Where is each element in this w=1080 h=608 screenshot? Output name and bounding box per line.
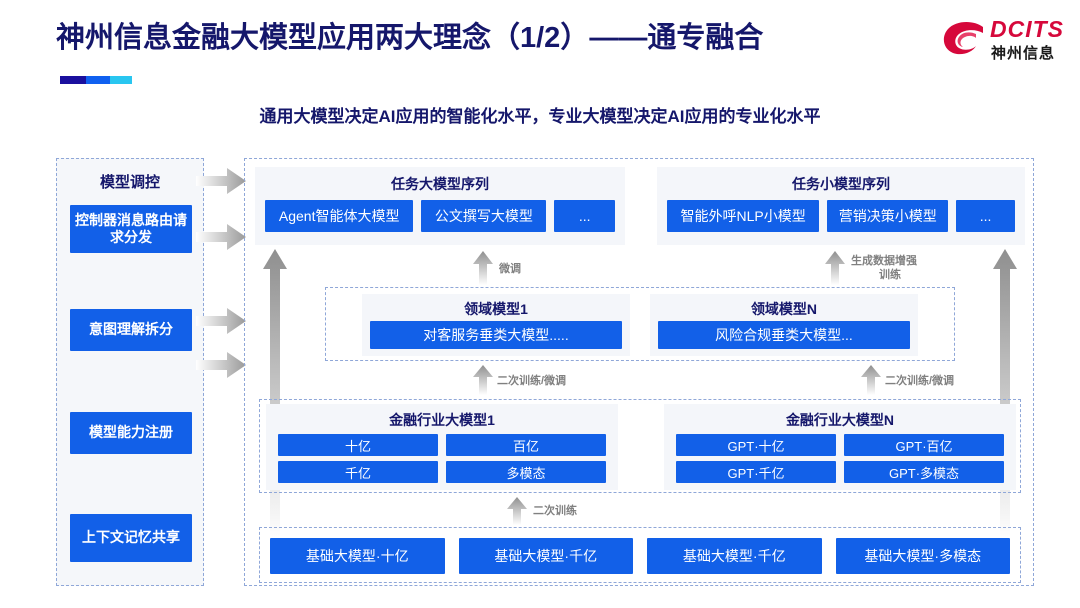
base-model-container: 基础大模型·十亿 基础大模型·千亿 基础大模型·千亿 基础大模型·多模态 bbox=[259, 527, 1021, 583]
chip-indn-gpt-ten-billion[interactable]: GPT·百亿 bbox=[844, 434, 1004, 456]
chip-risk-compliance-vertical-model[interactable]: 风险合规垂类大模型... bbox=[658, 321, 910, 349]
arrow-up-icon-far-right bbox=[993, 249, 1017, 541]
arrow-right-icon-2 bbox=[196, 224, 246, 250]
accent-bar bbox=[60, 76, 132, 84]
task-small-model-chip-row: 智能外呼NLP小模型 营销决策小模型 ... bbox=[657, 194, 1025, 240]
domain-model-1-group: 领域模型1 对客服务垂类大模型..... bbox=[362, 294, 630, 356]
industry-model-n-chip-grid: GPT·十亿 GPT·百亿 GPT·千亿 GPT·多模态 bbox=[664, 430, 1016, 483]
page-header: 神州信息金融大模型应用两大理念（1/2）——通专融合 DCITS 神州信息 通用… bbox=[0, 0, 1080, 126]
chip-ind1-multimodal[interactable]: 多模态 bbox=[446, 461, 606, 483]
industry-model-container: 金融行业大模型1 十亿 百亿 千亿 多模态 金融行业大模型N GPT·十亿 GP… bbox=[259, 399, 1021, 493]
domain-model-container: 领域模型1 对客服务垂类大模型..... 领域模型N 风险合规垂类大模型... bbox=[325, 287, 955, 361]
chip-ind1-ten-billion[interactable]: 百亿 bbox=[446, 434, 606, 456]
chip-outbound-nlp-model[interactable]: 智能外呼NLP小模型 bbox=[667, 200, 820, 232]
accent-segment-1 bbox=[60, 76, 86, 84]
domain-model-n-title: 领域模型N bbox=[750, 301, 818, 317]
page-subtitle: 通用大模型决定AI应用的智能化水平，专业大模型决定AI应用的专业化水平 bbox=[259, 107, 821, 126]
task-small-model-group: 任务小模型序列 智能外呼NLP小模型 营销决策小模型 ... bbox=[657, 167, 1025, 245]
arrow-right-icon-4 bbox=[196, 352, 246, 378]
page-title: 神州信息金融大模型应用两大理念（1/2）——通专融合 bbox=[56, 22, 764, 54]
accent-segment-3 bbox=[110, 76, 132, 84]
sidebar-item-capability-registry[interactable]: 模型能力注册 bbox=[70, 412, 192, 454]
arrow-label-retrain-finetune-right: 二次训练/微调 bbox=[885, 375, 955, 387]
industry-model-n-group: 金融行业大模型N GPT·十亿 GPT·百亿 GPT·千亿 GPT·多模态 bbox=[664, 404, 1016, 490]
chip-customer-service-vertical-model[interactable]: 对客服务垂类大模型..... bbox=[370, 321, 622, 349]
sidebar-item-intent-parsing[interactable]: 意图理解拆分 bbox=[70, 309, 192, 351]
chip-task-small-more[interactable]: ... bbox=[956, 200, 1015, 232]
chip-indn-gpt-billion[interactable]: GPT·十亿 bbox=[676, 434, 836, 456]
task-large-model-chip-row: Agent智能体大模型 公文撰写大模型 ... bbox=[255, 194, 625, 240]
chip-indn-gpt-multimodal[interactable]: GPT·多模态 bbox=[844, 461, 1004, 483]
arrow-up-icon-retrain-center bbox=[507, 497, 527, 525]
chip-base-billion[interactable]: 基础大模型·十亿 bbox=[270, 538, 445, 574]
main-architecture-pane: 任务大模型序列 Agent智能体大模型 公文撰写大模型 ... 任务小模型序列 … bbox=[244, 158, 1034, 586]
arrow-label-gen-data-aug-line1: 生成数据增强 bbox=[851, 255, 917, 267]
chip-document-writing-model[interactable]: 公文撰写大模型 bbox=[421, 200, 547, 232]
industry-model-1-chip-grid: 十亿 百亿 千亿 多模态 bbox=[266, 430, 618, 483]
arrow-up-icon-far-left bbox=[263, 249, 287, 541]
accent-segment-2 bbox=[86, 76, 110, 84]
arrow-right-icon-3 bbox=[196, 308, 246, 334]
arrow-right-icon-1 bbox=[196, 168, 246, 194]
chip-ind1-billion[interactable]: 十亿 bbox=[278, 434, 438, 456]
chip-base-multimodal[interactable]: 基础大模型·多模态 bbox=[835, 538, 1010, 574]
industry-model-1-group: 金融行业大模型1 十亿 百亿 千亿 多模态 bbox=[266, 404, 618, 490]
chip-indn-gpt-trillion[interactable]: GPT·千亿 bbox=[676, 461, 836, 483]
task-large-model-title: 任务大模型序列 bbox=[391, 176, 489, 192]
domain-model-1-title: 领域模型1 bbox=[464, 301, 528, 317]
logo-text-en: DCITS bbox=[990, 16, 1064, 42]
arrow-label-gen-data-aug-line2: 训练 bbox=[879, 269, 901, 281]
chip-base-trillion-1[interactable]: 基础大模型·千亿 bbox=[458, 538, 633, 574]
chip-ind1-trillion[interactable]: 千亿 bbox=[278, 461, 438, 483]
arrow-up-icon-retrain-right bbox=[861, 365, 881, 395]
arrow-label-retrain-finetune-left: 二次训练/微调 bbox=[497, 375, 567, 387]
industry-model-n-title: 金融行业大模型N bbox=[785, 412, 895, 428]
task-small-model-title: 任务小模型序列 bbox=[792, 176, 890, 192]
company-logo: DCITS 神州信息 bbox=[942, 16, 1072, 68]
task-large-model-group: 任务大模型序列 Agent智能体大模型 公文撰写大模型 ... bbox=[255, 167, 625, 245]
logo-text-cn: 神州信息 bbox=[991, 45, 1056, 62]
arrow-up-icon-finetune-left bbox=[473, 251, 493, 285]
domain-model-n-group: 领域模型N 风险合规垂类大模型... bbox=[650, 294, 918, 356]
sidebar-item-controller-routing[interactable]: 控制器消息路由请求分发 bbox=[70, 205, 192, 253]
base-model-chip-row: 基础大模型·十亿 基础大模型·千亿 基础大模型·千亿 基础大模型·多模态 bbox=[260, 528, 1020, 584]
sidebar-title: 模型调控 bbox=[99, 174, 160, 191]
arrow-label-retrain: 二次训练 bbox=[533, 505, 577, 517]
chip-task-large-more[interactable]: ... bbox=[554, 200, 615, 232]
dcits-swoosh-icon bbox=[943, 21, 983, 55]
architecture-diagram: 模型调控 控制器消息路由请求分发 意图理解拆分 模型能力注册 上下文记忆共享 任… bbox=[0, 150, 1080, 600]
industry-model-1-title: 金融行业大模型1 bbox=[389, 412, 495, 428]
sidebar-item-context-memory[interactable]: 上下文记忆共享 bbox=[70, 514, 192, 562]
chip-base-trillion-2[interactable]: 基础大模型·千亿 bbox=[647, 538, 822, 574]
sidebar-model-control: 模型调控 控制器消息路由请求分发 意图理解拆分 模型能力注册 上下文记忆共享 bbox=[56, 158, 204, 586]
arrow-label-finetune: 微调 bbox=[499, 263, 521, 275]
chip-marketing-decision-model[interactable]: 营销决策小模型 bbox=[827, 200, 949, 232]
arrow-up-icon-retrain-left bbox=[473, 365, 493, 395]
arrow-up-icon-genaug-right bbox=[825, 251, 845, 285]
chip-agent-model[interactable]: Agent智能体大模型 bbox=[265, 200, 414, 232]
